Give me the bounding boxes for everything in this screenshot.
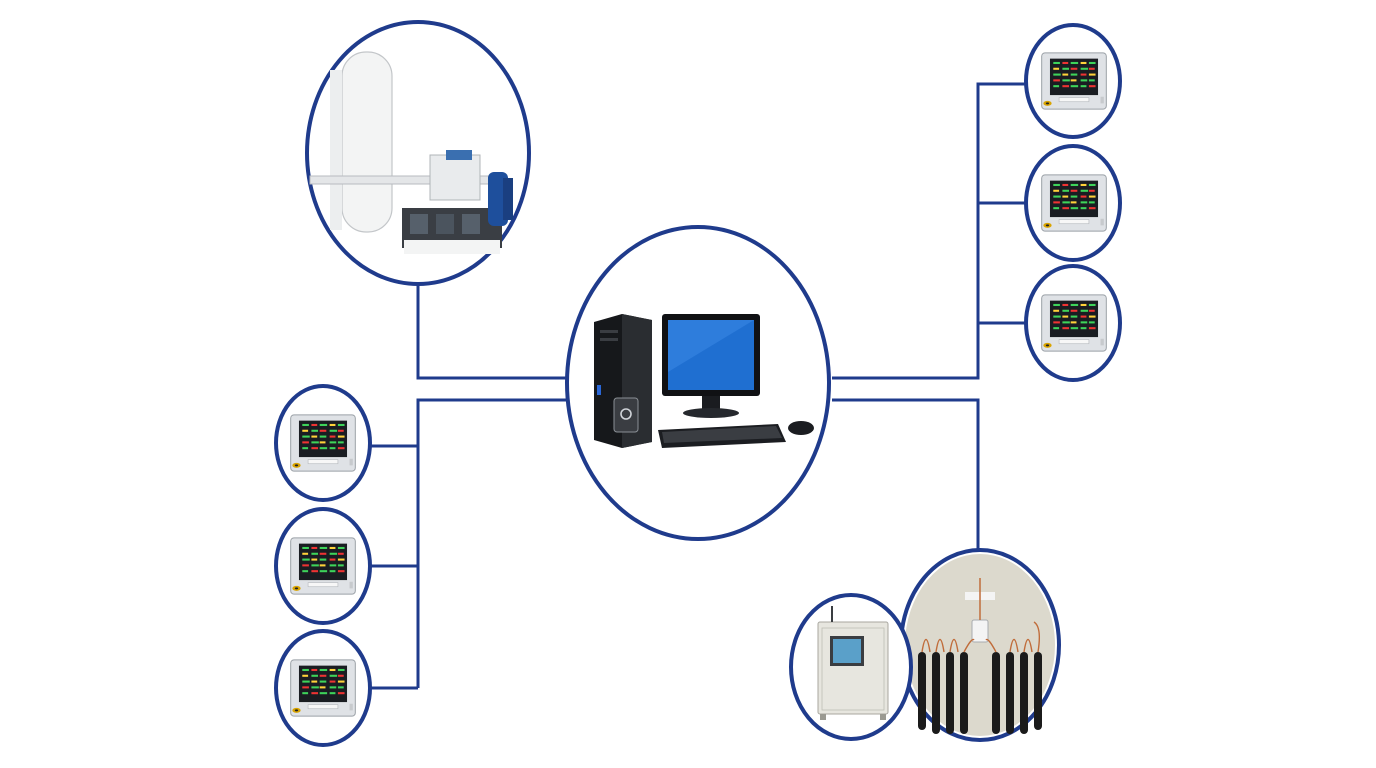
gas-cylinder-node — [899, 548, 1061, 742]
compressor-node — [305, 20, 531, 286]
right-panel-node-3 — [1024, 264, 1122, 382]
line-pc-to-manifold — [832, 398, 980, 552]
left-panel-group — [274, 384, 372, 747]
alarm-panel-icon — [290, 414, 356, 472]
alarm-panel-icon — [1041, 294, 1107, 352]
air-compressor-plant-icon — [309, 51, 513, 254]
right-panel-node-2 — [1024, 144, 1122, 262]
left-panel-node-2 — [274, 507, 372, 625]
alarm-panel-icon — [290, 659, 356, 717]
left-panel-node-3 — [274, 629, 372, 747]
right-panel-node-1 — [1024, 23, 1122, 139]
desktop-computer-icon — [594, 314, 814, 448]
central-computer-node — [565, 225, 831, 541]
left-panel-node-1 — [274, 384, 372, 502]
alarm-panel-icon — [290, 537, 356, 595]
gas-cylinder-bank-icon — [905, 554, 1055, 736]
line-compressor-to-pc — [416, 282, 566, 380]
line-pc-to-left-bus — [416, 398, 566, 688]
alarm-panel-icon — [1041, 174, 1107, 232]
alarm-panel-icon — [1041, 52, 1107, 110]
connector-lines — [371, 82, 1026, 690]
right-panel-group — [1024, 23, 1122, 382]
manifold-cabinet-node — [789, 593, 913, 741]
line-pc-to-right-bus — [832, 82, 1026, 380]
gas-manifold-cabinet-icon — [817, 606, 889, 720]
